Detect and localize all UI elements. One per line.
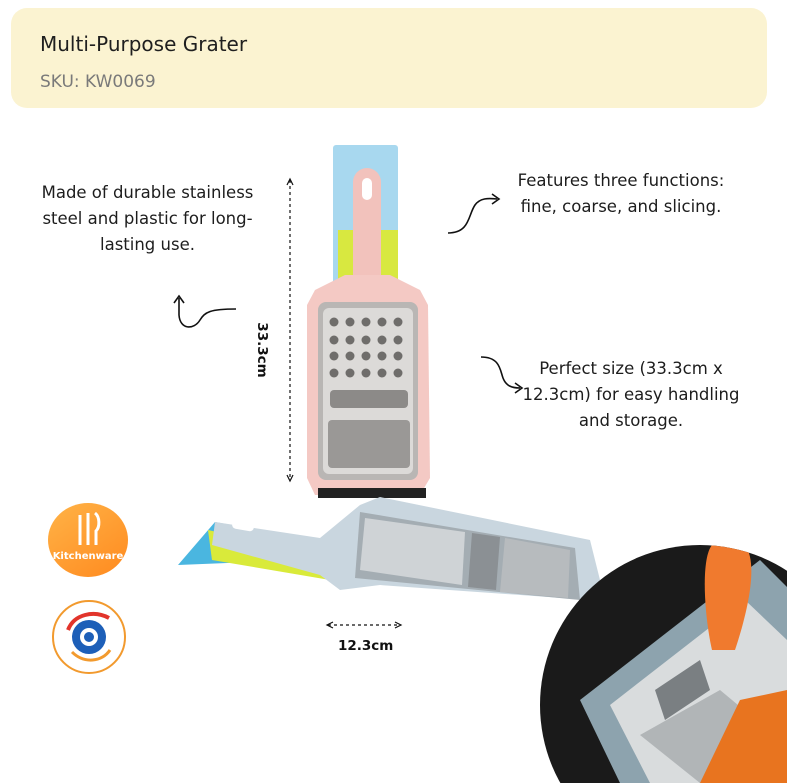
seal-icon: [66, 612, 112, 662]
certification-logo: [52, 600, 126, 674]
kitchenware-badge-label: Kitchenware: [52, 551, 124, 562]
feature-functions: Features three functions: fine, coarse, …: [517, 171, 725, 216]
width-label: 12.3cm: [338, 638, 394, 654]
product-sku: SKU: KW0069: [40, 72, 156, 92]
cutlery-icon: [78, 511, 101, 545]
product-title: Multi-Purpose Grater: [40, 32, 248, 56]
feature-size: Perfect size (33.3cm x 12.3cm) for easy …: [522, 359, 740, 430]
kitchenware-badge: Kitchenware: [48, 503, 128, 577]
feature-material: Made of durable stainless steel and plas…: [41, 183, 254, 254]
product-header: Multi-Purpose Grater SKU: KW0069: [11, 8, 767, 108]
